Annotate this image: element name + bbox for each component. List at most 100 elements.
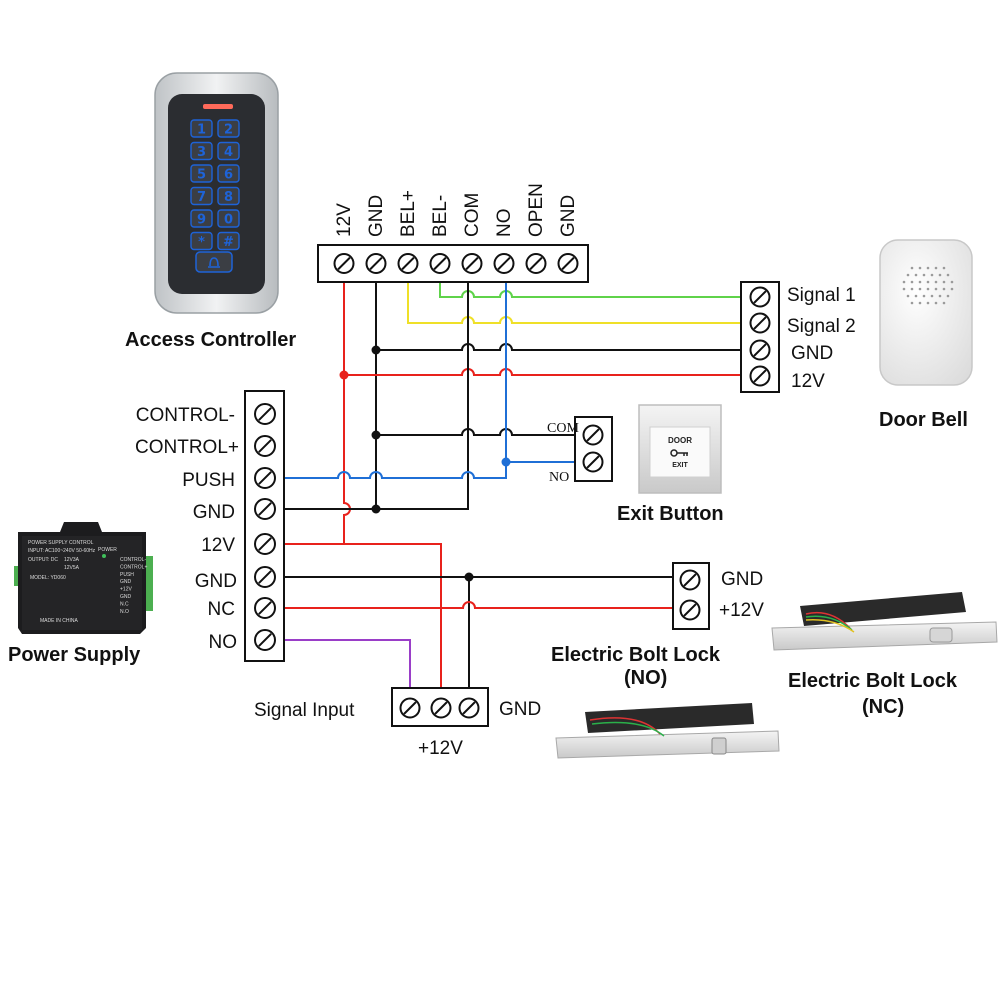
- keypad-key-label: 7: [197, 190, 206, 205]
- ps-screw-terminal-icon: [254, 629, 276, 651]
- exit-terminal-no: NO: [549, 470, 569, 485]
- wire-red-12v: [343, 272, 748, 376]
- door-bell-terminal-signal2: Signal 2: [787, 316, 856, 337]
- nc-screw-terminal-icon: [679, 569, 701, 591]
- keypad-key: *: [190, 231, 213, 251]
- ps-terminal-control-minus: CONTROL-: [136, 405, 235, 426]
- ac-screw-terminal-icon: [493, 253, 515, 274]
- ac-screw-terminal-icon: [461, 253, 483, 274]
- exit-button-terminal-block: [574, 416, 613, 482]
- ps-screw-terminal-icon: [254, 498, 276, 520]
- keypad-key-label: 3: [197, 145, 206, 160]
- ac-screw-terminal-icon: [365, 253, 387, 274]
- keypad-key: 5: [190, 164, 213, 183]
- bolt-lock-no-device: [555, 703, 780, 759]
- ps-terminal-nc: NC: [208, 599, 235, 620]
- ps-device-side-label: PUSH: [120, 572, 134, 578]
- wire-red-12v-down: [343, 375, 351, 544]
- no-screw-terminal-icon: [430, 697, 452, 719]
- ps-device-side-label: GND: [120, 579, 132, 585]
- keypad-key-label: 6: [224, 168, 233, 183]
- ps-terminal-gnd-2: GND: [195, 571, 237, 592]
- keypad-key: 1: [190, 119, 213, 138]
- ps-terminal-12v: 12V: [201, 535, 235, 556]
- bolt-nc-terminal-gnd: GND: [721, 569, 763, 590]
- wire-black-exit-com: [376, 428, 580, 436]
- keypad-key: #: [217, 231, 240, 251]
- exit-face-top: DOOR: [668, 436, 692, 445]
- ps-screw-terminal-icon: [254, 403, 276, 425]
- ps-device-side-label: CONTROL-: [120, 557, 146, 563]
- ps-device-made: MADE IN CHINA: [40, 618, 78, 624]
- ac-terminal-label: GND: [366, 195, 387, 237]
- door-bell-terminal-12v: 12V: [791, 371, 825, 392]
- power-supply-device: POWER SUPPLY CONTROL INPUT: AC100~240V 5…: [14, 522, 153, 634]
- wire-junctions: [339, 345, 511, 582]
- bolt-no-terminal-gnd: GND: [499, 699, 541, 720]
- door-bell-device: [879, 239, 973, 386]
- access-controller-label: Access Controller: [125, 329, 296, 351]
- ps-device-title: POWER SUPPLY CONTROL: [28, 540, 94, 546]
- keypad-key-label: 1: [197, 123, 206, 138]
- keypad-key: 4: [217, 141, 240, 161]
- bell-screw-terminal-icon: [749, 339, 771, 361]
- ps-screw-terminal-icon: [254, 597, 276, 619]
- ps-device-out-b: 12V5A: [64, 565, 80, 571]
- power-supply-terminal-block: [244, 390, 285, 662]
- wires: [284, 272, 748, 688]
- keypad-key: 6: [217, 164, 240, 183]
- keypad-key-label: #: [223, 235, 234, 250]
- ac-screw-terminal-icon: [397, 253, 419, 274]
- keypad-key: 0: [217, 209, 240, 228]
- exit-button-label: Exit Button: [617, 503, 724, 525]
- ac-terminal-label: 12V: [334, 203, 355, 237]
- bell-screw-terminal-icon: [749, 286, 771, 308]
- wire-black-bell-gnd: [376, 343, 748, 351]
- no-screw-terminal-icon: [399, 697, 421, 719]
- bolt-lock-nc-label-1: Electric Bolt Lock: [788, 670, 958, 692]
- access-controller-terminal-block: 12V GND BEL+ BEL- COM NO OPEN GND: [317, 183, 589, 283]
- keypad-key-label: 5: [197, 168, 206, 183]
- ps-screw-terminal-icon: [254, 533, 276, 555]
- wire-blue-push: [284, 462, 507, 479]
- keypad-key-label: 0: [224, 213, 233, 228]
- ac-terminal-label: BEL-: [430, 195, 451, 237]
- bolt-lock-no-label-2: (NO): [624, 667, 667, 689]
- door-bell-terminal-gnd: GND: [791, 343, 833, 364]
- bolt-no-terminal-signal-input: Signal Input: [254, 700, 355, 721]
- ac-terminal-label: COM: [462, 193, 483, 237]
- keypad-key-label: 4: [224, 145, 233, 160]
- speaker-grille-icon: [902, 266, 954, 305]
- ps-screw-terminal-icon: [254, 566, 276, 588]
- ps-device-side-label: CONTROL+: [120, 564, 147, 570]
- no-screw-terminal-icon: [458, 697, 480, 719]
- ac-screw-terminal-icon: [429, 253, 451, 274]
- ps-device-side-label: N.C: [120, 601, 129, 607]
- ps-device-model: MODEL: YD060: [30, 575, 66, 581]
- ac-terminal-label: BEL+: [398, 190, 419, 237]
- ps-device-power: POWER: [98, 547, 117, 553]
- door-bell-terminal-block: [740, 281, 780, 393]
- exit-terminal-com: COM: [547, 421, 579, 436]
- ps-device-input: INPUT: AC100~240V 50-60Hz: [28, 548, 96, 554]
- ps-terminal-gnd: GND: [193, 502, 235, 523]
- ac-screw-terminal-icon: [525, 253, 547, 274]
- ps-device-side-label: GND: [120, 594, 132, 600]
- ac-screw-terminal-icon: [333, 253, 355, 274]
- ac-terminal-label: GND: [558, 195, 579, 237]
- ac-terminal-label: NO: [494, 209, 515, 238]
- keypad-key: 8: [217, 186, 240, 206]
- ac-terminal-label: OPEN: [526, 183, 547, 237]
- wire-purple-no: [284, 639, 411, 688]
- keypad-key-label: 8: [224, 190, 233, 205]
- keypad-key: 9: [190, 209, 213, 228]
- ps-screw-terminal-icon: [254, 467, 276, 489]
- bolt-nc-terminal-12v: +12V: [719, 600, 764, 621]
- bolt-lock-no-terminal-block: [391, 687, 489, 727]
- ps-terminal-control-plus: CONTROL+: [135, 437, 239, 458]
- keypad-key: 7: [190, 186, 213, 206]
- ps-terminal-no: NO: [209, 632, 238, 653]
- bolt-no-terminal-12v: +12V: [418, 738, 463, 759]
- keypad-key-label: 9: [197, 213, 206, 228]
